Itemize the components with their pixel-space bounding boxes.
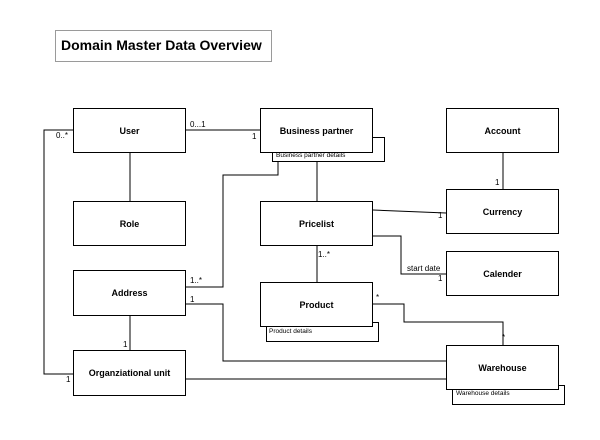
entity-business-partner[interactable]: Business partner (260, 108, 373, 153)
entity-warehouse[interactable]: Warehouse (446, 345, 559, 390)
entity-calender[interactable]: Calender (446, 251, 559, 296)
warehouse-details-label: Warehouse details (456, 390, 510, 397)
entity-address[interactable]: Address (73, 270, 186, 316)
address-warehouse-connector (186, 303, 446, 362)
product-details-label: Product details (269, 328, 312, 335)
entity-currency[interactable]: Currency (446, 189, 559, 234)
mult-user-bp-bp-side: 1 (252, 132, 257, 141)
entity-organizational-unit[interactable]: Organziational unit (73, 350, 186, 396)
pricelist-currency-connector (372, 209, 447, 214)
pricelist-calender-connector (373, 235, 446, 275)
address-bp-connector (186, 161, 279, 288)
mult-product-warehouse-product-side: * (376, 293, 380, 302)
mult-pricelist-product-pricelist-side: 1..* (318, 250, 331, 259)
diagram-title: Domain Master Data Overview (55, 30, 272, 62)
mult-pricelist-calender-label: start date (407, 264, 441, 273)
product-warehouse-connector (373, 303, 504, 345)
business-partner-details-label: Business partner details (276, 152, 346, 159)
entity-account[interactable]: Account (446, 108, 559, 153)
entity-product[interactable]: Product (260, 282, 373, 327)
mult-org-user-org-side: 1 (66, 375, 71, 384)
mult-account-currency-currency-side: 1 (495, 178, 500, 187)
user-org-connector (43, 129, 73, 375)
entity-user[interactable]: User (73, 108, 186, 153)
mult-product-warehouse-warehouse-side: * (502, 333, 506, 342)
mult-address-warehouse-address-side: 1 (190, 295, 195, 304)
mult-address-org-org-side: 1 (123, 340, 128, 349)
mult-user-org-user-side: 0..* (56, 131, 69, 140)
mult-address-bp-address-side: 1..* (190, 276, 203, 285)
mult-pricelist-calender-calender-side: 1 (438, 274, 443, 283)
mult-user-bp-user-side: 0...1 (190, 120, 206, 129)
entity-pricelist[interactable]: Pricelist (260, 201, 373, 246)
mult-pricelist-currency-currency-side: 1 (438, 211, 443, 220)
entity-role[interactable]: Role (73, 201, 186, 246)
